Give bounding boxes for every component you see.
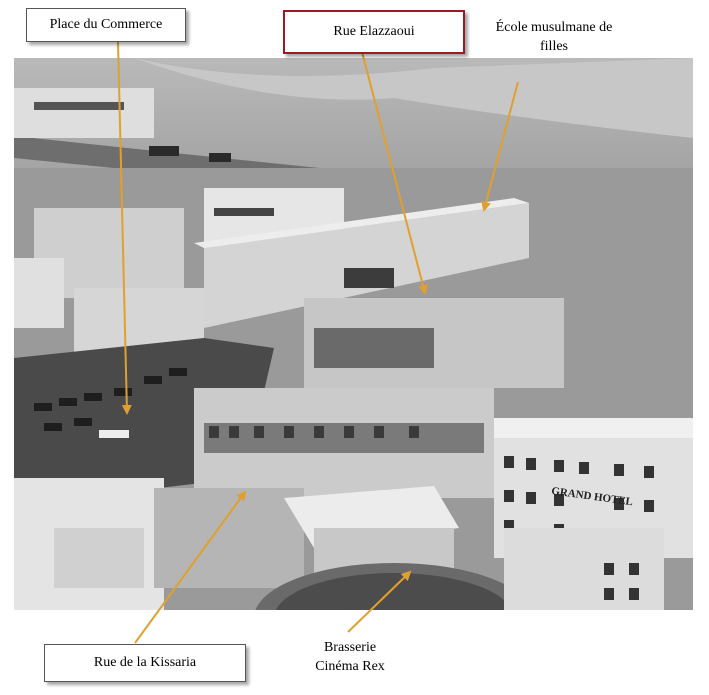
label-rue-kissaria: Rue de la Kissaria bbox=[44, 644, 246, 682]
label-brasserie-cinema: Brasserie Cinéma Rex bbox=[290, 638, 410, 676]
label-place-du-commerce: Place du Commerce bbox=[26, 8, 186, 42]
label-rue-elazzaoui-text: Rue Elazzaoui bbox=[333, 24, 415, 39]
label-ecole-line1: École musulmane de bbox=[495, 20, 613, 35]
label-brasserie-line2: Cinéma Rex bbox=[315, 659, 385, 674]
aerial-photograph: GRAND HOTEL bbox=[14, 58, 693, 610]
label-ecole-line2: filles bbox=[540, 39, 568, 54]
label-place-du-commerce-text: Place du Commerce bbox=[49, 17, 163, 32]
label-brasserie-line1: Brasserie bbox=[323, 640, 377, 655]
label-rue-elazzaoui: Rue Elazzaoui bbox=[283, 10, 465, 54]
label-ecole-musulmane: École musulmane de filles bbox=[474, 18, 634, 56]
label-rue-kissaria-text: Rue de la Kissaria bbox=[93, 655, 197, 670]
